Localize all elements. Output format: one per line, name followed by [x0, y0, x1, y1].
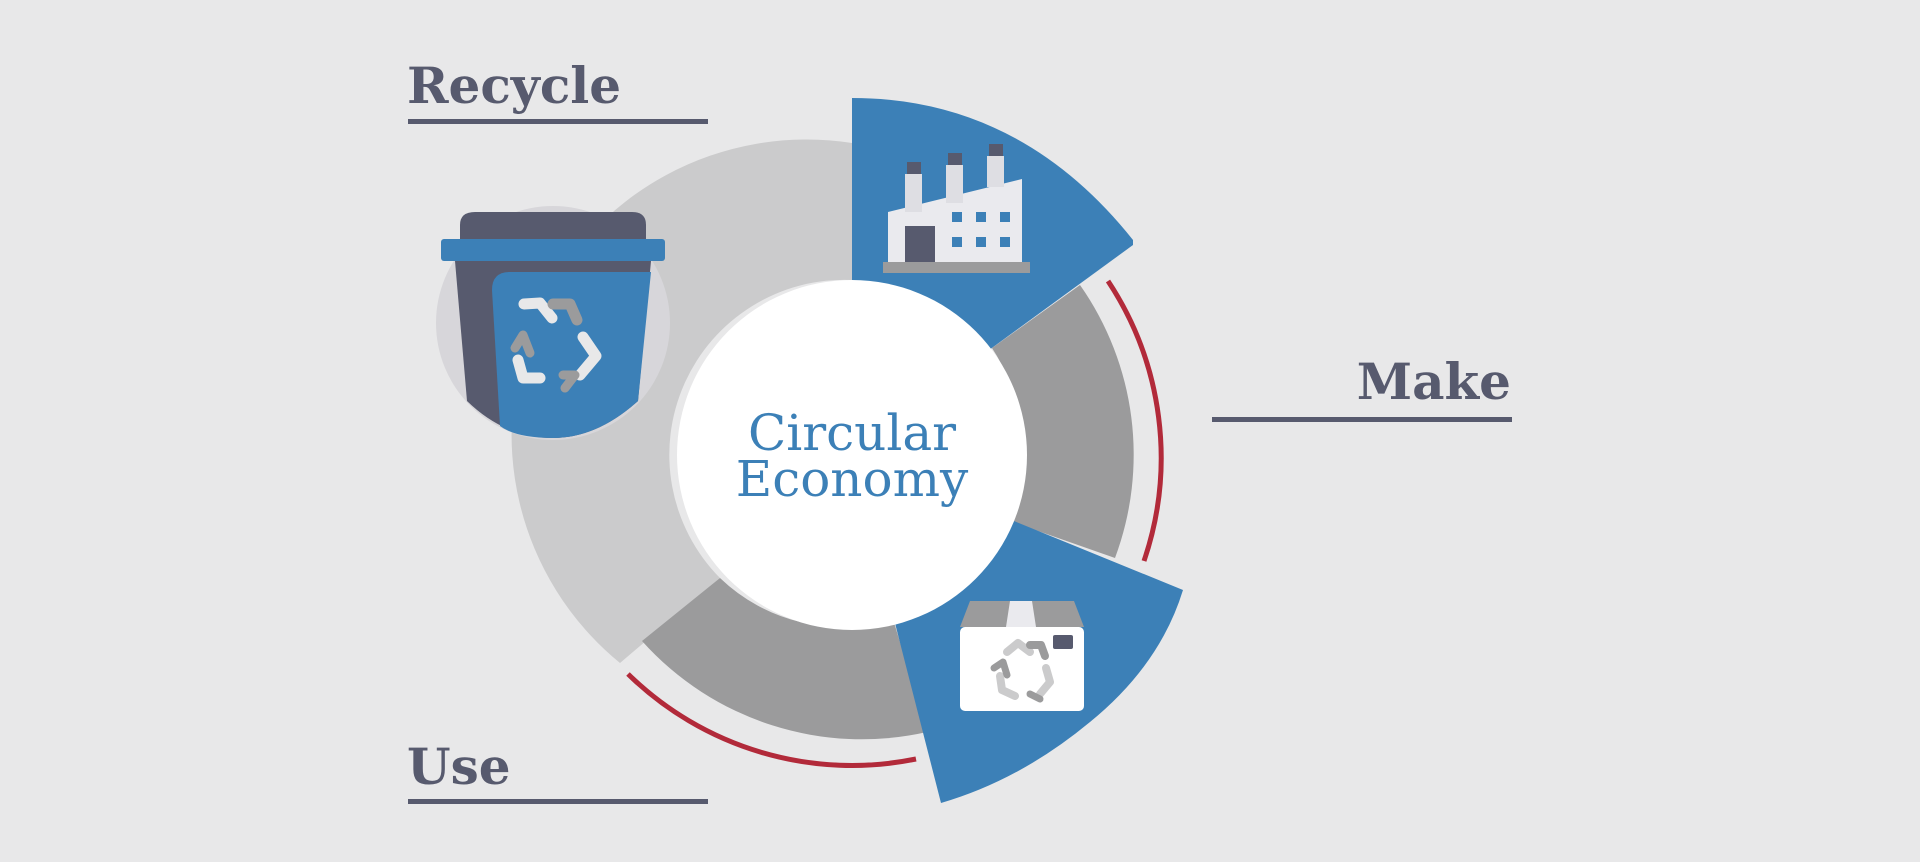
make-label: Make [1356, 352, 1511, 411]
use-label: Use [407, 737, 511, 796]
recycle-bin-icon [436, 206, 670, 440]
center-circle [677, 280, 1027, 630]
recycle-underline [408, 119, 708, 124]
use-underline [408, 799, 708, 804]
make-segment [992, 285, 1134, 558]
center-title-line2: Economy [736, 450, 969, 508]
center-title-line1: Circular [748, 404, 956, 462]
make-underline [1212, 417, 1512, 422]
factory-icon [883, 144, 1030, 273]
use-segment [642, 578, 927, 740]
recycle-label: Recycle [407, 56, 622, 115]
recycled-box-icon [960, 601, 1084, 711]
use-arc-accent [626, 672, 917, 768]
make-arc-accent [1105, 279, 1164, 562]
